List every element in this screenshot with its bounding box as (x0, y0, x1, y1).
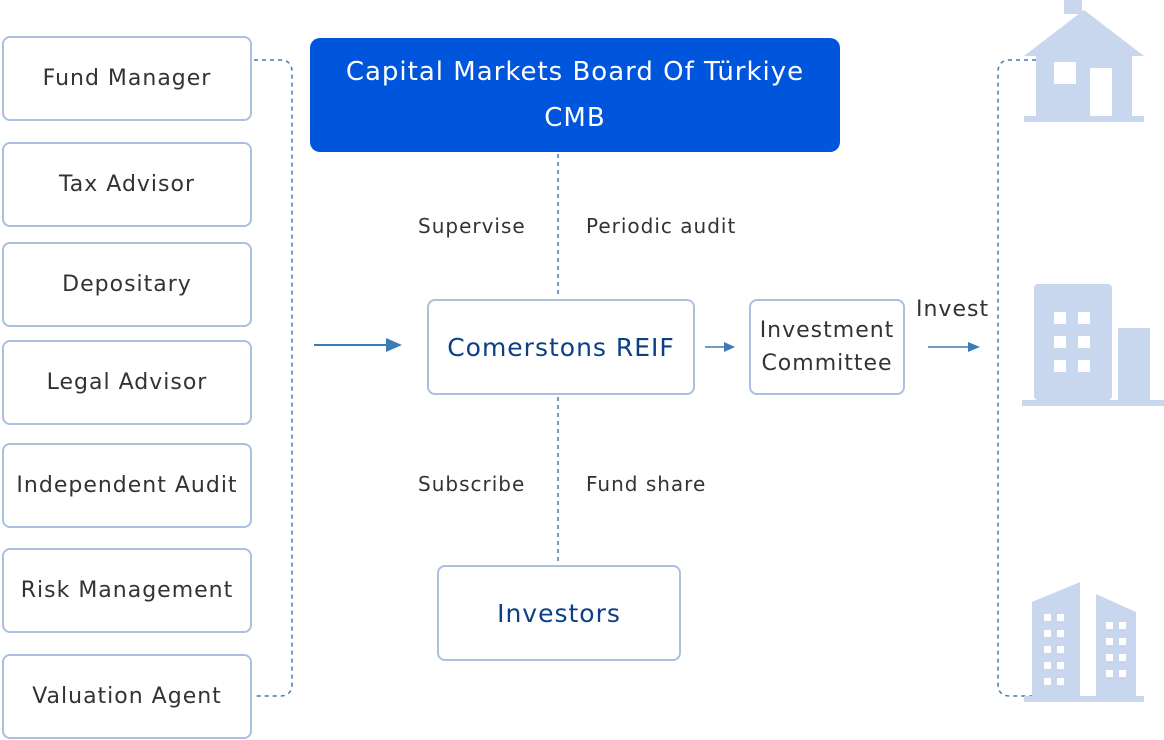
provider-valuation-agent: Valuation Agent (2, 654, 252, 739)
investors-name: Investors (497, 598, 621, 628)
label-subscribe: Subscribe (418, 472, 526, 496)
provider-legal-advisor: Legal Advisor (2, 340, 252, 425)
committee-line2: Committee (761, 351, 893, 376)
provider-risk-management: Risk Management (2, 548, 252, 633)
invest-arrowhead (968, 342, 980, 352)
regulator-abbr: CMB (544, 103, 606, 133)
regulator-box: Capital Markets Board Of Türkiye CMB (310, 38, 840, 152)
label-supervise: Supervise (418, 214, 526, 238)
provider-independent-audit: Independent Audit (2, 443, 252, 528)
office-building-icon (1022, 284, 1164, 406)
providers-bracket (254, 59, 293, 697)
provider-label: Legal Advisor (46, 370, 208, 395)
house-icon (1024, 0, 1144, 122)
label-invest: Invest (916, 297, 990, 322)
regulator-name: Capital Markets Board Of Türkiye (345, 57, 805, 87)
provider-label: Independent Audit (16, 473, 238, 498)
label-periodic-audit: Periodic audit (586, 214, 737, 238)
provider-label: Fund Manager (42, 66, 212, 91)
committee-box: Investment Committee (749, 299, 905, 395)
provider-label: Valuation Agent (32, 684, 222, 709)
provider-label: Risk Management (20, 578, 234, 603)
provider-fund-manager: Fund Manager (2, 36, 252, 121)
provider-label: Depositary (62, 272, 192, 297)
provider-depositary: Depositary (2, 242, 252, 327)
high-rise-icon (1024, 582, 1144, 702)
providers-arrowhead (386, 338, 402, 352)
investors-box: Investors (437, 565, 681, 661)
provider-tax-advisor: Tax Advisor (2, 142, 252, 227)
reif-committee-arrowhead (724, 342, 735, 352)
provider-label: Tax Advisor (58, 172, 196, 197)
committee-line1: Investment (759, 318, 895, 343)
fund-box: Comerstons REIF (427, 299, 695, 395)
label-fund-share: Fund share (586, 472, 707, 496)
fund-name: Comerstons REIF (447, 332, 675, 362)
